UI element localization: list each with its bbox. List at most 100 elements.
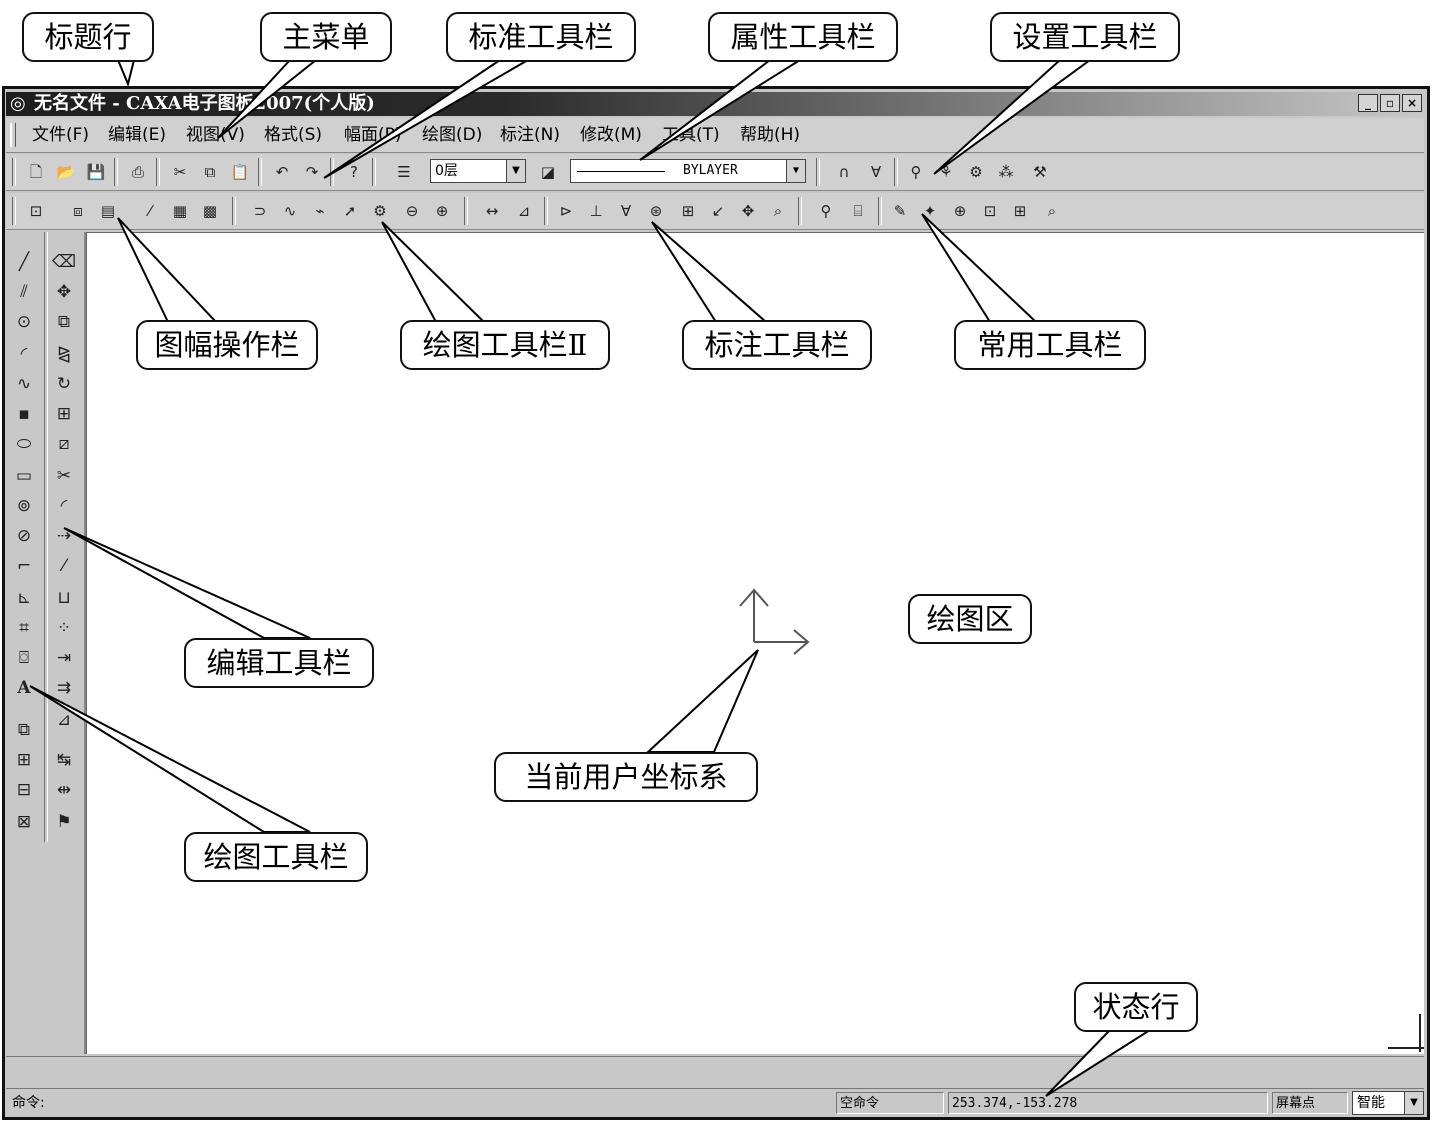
lengthen-icon[interactable]: ↹ <box>56 750 72 770</box>
ellipse-icon[interactable]: ⬭ <box>16 434 32 454</box>
menu-tools[interactable]: 工具(T) <box>662 125 720 145</box>
linetype-select[interactable]: BYLAYER ▼ <box>570 159 806 183</box>
section-icon[interactable]: ⊞ <box>681 202 695 220</box>
polygon-icon[interactable]: ⊚ <box>16 496 32 516</box>
line-icon[interactable]: ╱ <box>18 252 30 272</box>
snap-mode-select[interactable]: 智能 ▼ <box>1352 1091 1424 1115</box>
ortho-line-icon[interactable]: ⊾ <box>16 588 32 608</box>
library-insert-icon[interactable]: ⊠ <box>16 812 32 832</box>
extend-icon[interactable]: ⇢ <box>56 526 72 546</box>
text-icon[interactable]: A <box>17 678 31 698</box>
array-icon[interactable]: ⊞ <box>56 404 72 424</box>
frame-icon[interactable]: ⧈ <box>73 202 83 220</box>
library-icon[interactable]: ⊟ <box>16 780 32 800</box>
dimstyle-setting-icon[interactable]: ∀ <box>870 163 882 181</box>
leader-icon[interactable]: ↙ <box>711 202 725 220</box>
color-icon[interactable]: ◪ <box>540 163 556 181</box>
polyline-icon[interactable]: ⌐ <box>16 556 32 576</box>
break-icon[interactable]: ⁄ <box>62 556 66 576</box>
title-bar[interactable]: ◎ 无名文件 - CAXA电子图板2007(个人版) _ ▫ × <box>6 92 1424 116</box>
move-icon[interactable]: ✥ <box>56 282 72 302</box>
arrow-icon[interactable]: ➚ <box>343 202 357 220</box>
query-icon[interactable]: ⚲ <box>820 202 832 220</box>
save-icon[interactable]: 💾 <box>86 163 106 181</box>
hatch-icon[interactable]: ⊘ <box>16 526 32 546</box>
menu-help[interactable]: 帮助(H) <box>740 125 801 145</box>
trim-icon[interactable]: ✂ <box>56 466 72 486</box>
chevron-down-icon[interactable]: ▼ <box>1404 1092 1423 1114</box>
circle-icon[interactable]: ⊙ <box>16 312 32 332</box>
menu-sheet[interactable]: 幅面(P) <box>344 125 402 145</box>
dim-edit-icon[interactable]: ⌕ <box>773 202 783 220</box>
cut-icon[interactable]: ✂ <box>173 163 187 181</box>
coord-dimension-icon[interactable]: ⊿ <box>517 202 531 220</box>
menu-format[interactable]: 格式(S) <box>264 125 323 145</box>
spline-icon[interactable]: ∿ <box>16 374 32 394</box>
redo-icon[interactable]: ↷ <box>305 163 319 181</box>
zoom-dynamic-icon[interactable]: ⌕ <box>1047 202 1057 220</box>
textstyle-setting-icon[interactable]: ⚲ <box>910 163 922 181</box>
wave-line-icon[interactable]: ∿ <box>283 202 297 220</box>
image-icon[interactable]: ⊞ <box>16 750 32 770</box>
chevron-down-icon[interactable]: ▼ <box>506 160 525 182</box>
title-block-icon[interactable]: ▤ <box>100 202 116 220</box>
weld-symbol-icon[interactable]: ⊛ <box>649 202 663 220</box>
datum-icon[interactable]: ⊥ <box>589 202 603 220</box>
measure-icon[interactable]: ⌸ <box>853 202 863 220</box>
menu-file[interactable]: 文件(F) <box>32 125 90 145</box>
horizontal-scroll-area[interactable] <box>6 1056 1424 1087</box>
pencil-icon[interactable]: ✎ <box>893 202 907 220</box>
array-linear-icon[interactable]: ⇹ <box>56 780 72 800</box>
menu-draw[interactable]: 绘图(D) <box>422 125 483 145</box>
shaft-icon[interactable]: ⊕ <box>435 202 449 220</box>
chamfer-icon[interactable]: ⊿ <box>56 710 72 730</box>
new-file-icon[interactable]: 🗋 <box>29 163 43 181</box>
stretch-icon[interactable]: ⊔ <box>57 588 71 608</box>
rotate-icon[interactable]: ↻ <box>56 374 72 394</box>
layer-select[interactable]: 0层 ▼ <box>430 159 526 183</box>
break-line-icon[interactable]: ⌁ <box>315 202 325 220</box>
paste-icon[interactable]: 📋 <box>230 163 250 181</box>
pan-icon[interactable]: ✦ <box>923 202 937 220</box>
menu-grip[interactable] <box>10 123 16 147</box>
copy-icon[interactable]: ⧉ <box>204 163 216 181</box>
mirror-icon[interactable]: ⧎ <box>56 344 72 364</box>
sheet-size-icon[interactable]: ⊡ <box>29 202 43 220</box>
system-config-icon[interactable]: ⚒ <box>1033 163 1047 181</box>
layer-manager-icon[interactable]: ☰ <box>397 163 411 181</box>
bom-table-icon[interactable]: ▦ <box>172 202 188 220</box>
format-brush-icon[interactable]: ⚑ <box>56 812 72 832</box>
scale-icon[interactable]: ⧄ <box>58 434 70 454</box>
explode-icon[interactable]: ⁘ <box>56 618 72 638</box>
menu-dimension[interactable]: 标注(N) <box>500 125 560 145</box>
grid-setting-icon[interactable]: ⁂ <box>998 163 1014 181</box>
restore-button[interactable]: ▫ <box>1380 94 1400 112</box>
hole-icon[interactable]: ⊖ <box>405 202 419 220</box>
print-icon[interactable]: ⎙ <box>131 163 144 181</box>
gear-icon[interactable]: ⚙ <box>373 202 387 220</box>
block-icon[interactable]: ⌼ <box>18 648 30 668</box>
parallel-line-icon[interactable]: ⫽ <box>20 282 28 302</box>
copy-object-icon[interactable]: ⧉ <box>57 312 71 332</box>
snap-label[interactable]: 屏幕点 <box>1272 1092 1348 1114</box>
zoom-icon[interactable]: ⊕ <box>953 202 967 220</box>
bom-manage-icon[interactable]: ▩ <box>202 202 218 220</box>
zoom-window-icon[interactable]: ⊡ <box>983 202 997 220</box>
linestyle-setting-icon[interactable]: ∩ <box>838 163 850 181</box>
arc-icon[interactable]: ◜ <box>20 344 28 364</box>
roughness-icon[interactable]: ∀ <box>620 202 632 220</box>
tolerance-icon[interactable]: ⊳ <box>559 202 573 220</box>
dimension-icon[interactable]: ↔ <box>485 202 499 220</box>
point-style-icon[interactable]: ⚘ <box>939 163 953 181</box>
help-icon[interactable]: ? <box>350 163 358 181</box>
toolbar-grip[interactable] <box>12 197 16 225</box>
fillet-icon[interactable]: ◜ <box>60 496 68 516</box>
menu-view[interactable]: 视图(V) <box>186 125 245 145</box>
zoom-all-icon[interactable]: ⊞ <box>1013 202 1027 220</box>
align-icon[interactable]: ⇥ <box>56 648 72 668</box>
menu-modify[interactable]: 修改(M) <box>580 125 642 145</box>
rectangle-icon[interactable]: ▭ <box>15 466 33 486</box>
erase-icon[interactable]: ⌫ <box>51 252 77 272</box>
center-line-icon[interactable]: ⊃ <box>253 202 267 220</box>
minimize-button[interactable]: _ <box>1358 94 1378 112</box>
